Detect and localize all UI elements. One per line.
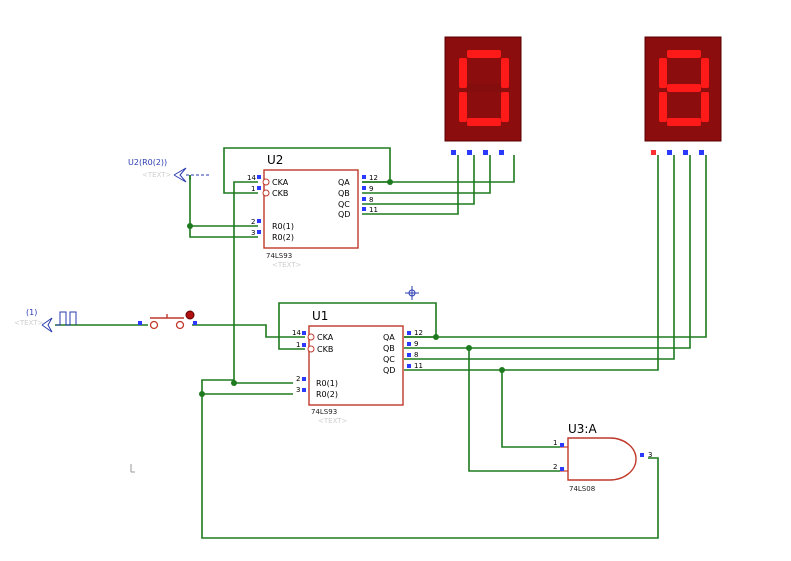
svg-text:1: 1 [553,439,557,447]
signal-generator-u2-r0[interactable]: U2(R0(2)) <TEXT> [128,158,210,183]
svg-text:2: 2 [553,463,557,471]
svg-text:9: 9 [369,185,373,193]
segment-c [501,92,509,122]
svg-text:QA: QA [383,333,395,342]
svg-text:QC: QC [383,355,395,364]
chip-u2[interactable]: U2 CKA CKB R0(1) R0(2) QA QB QC QD 14 1 … [247,153,378,269]
svg-text:R0(1): R0(1) [316,379,338,388]
svg-text:<TEXT>: <TEXT> [14,319,44,327]
svg-text:QC: QC [338,200,350,209]
svg-text:QA: QA [338,178,350,187]
segment-b [501,58,509,88]
segment-a [667,50,701,58]
svg-text:8: 8 [369,196,373,204]
display-pin [499,150,504,155]
display-pin [683,150,688,155]
chip-u1[interactable]: U1 CKA CKB R0(1) R0(2) QA QB QC QD 14 1 … [292,309,423,425]
segment-c [701,92,709,122]
svg-text:CKA: CKA [317,333,334,342]
segment-a [467,50,501,58]
svg-text:1: 1 [296,341,300,349]
svg-text:12: 12 [414,329,423,337]
display-pin [651,150,656,155]
svg-text:QB: QB [338,189,350,198]
segment-e [459,92,467,122]
svg-text:<TEXT>: <TEXT> [272,261,302,269]
generator-top-label: U2(R0(2)) [128,158,167,167]
svg-text:QD: QD [338,210,350,219]
display-left-segments [459,50,509,126]
seven-seg-display-left[interactable] [444,36,522,155]
display-pin [699,150,704,155]
svg-text:CKB: CKB [272,189,288,198]
segment-e [659,92,667,122]
svg-text:1: 1 [251,185,255,193]
chip-u2-part: 74LS93 [266,252,292,260]
svg-text:R0(1): R0(1) [272,222,294,231]
svg-text:3: 3 [648,451,652,459]
display-pin [483,150,488,155]
svg-text:3: 3 [296,386,300,394]
segment-d [667,118,701,126]
segment-b [701,58,709,88]
svg-text:R0(2): R0(2) [316,390,338,399]
seven-seg-display-right[interactable] [644,36,722,155]
svg-text:QB: QB [383,344,395,353]
segment-f [659,58,667,88]
segment-f [459,58,467,88]
stray-marker [130,464,135,473]
svg-text:11: 11 [414,362,423,370]
segment-g [667,84,701,92]
wires [55,147,707,539]
svg-text:2: 2 [251,218,255,226]
chip-u1-part: 74LS93 [311,408,337,416]
svg-text:9: 9 [414,340,418,348]
gate-u3a-part: 74LS08 [569,485,595,493]
push-button-switch[interactable] [138,310,197,330]
display-right-segments [659,50,709,126]
gate-u3a-ref: U3:A [568,422,597,436]
svg-text:11: 11 [369,206,378,214]
segment-g [467,84,501,92]
display-pin [467,150,472,155]
svg-text:R0(2): R0(2) [272,233,294,242]
svg-text:12: 12 [369,174,378,182]
display-pin [667,150,672,155]
svg-text:14: 14 [292,329,301,337]
segment-d [467,118,501,126]
svg-text:14: 14 [247,174,256,182]
svg-text:CKB: CKB [317,345,333,354]
svg-text:2: 2 [296,375,300,383]
svg-text:<TEXT>: <TEXT> [142,171,172,179]
and-gate-u3a[interactable]: U3:A 1 2 3 74LS08 [553,422,652,493]
svg-text:QD: QD [383,366,395,375]
svg-text:8: 8 [414,351,418,359]
svg-text:CKA: CKA [272,178,289,187]
move-cursor-icon [405,286,419,300]
generator-left-label: (1) [26,308,37,317]
clock-generator[interactable]: (1) <TEXT> [14,308,77,333]
junctions [187,179,505,397]
svg-text:<TEXT>: <TEXT> [318,417,348,425]
chip-u2-ref: U2 [267,153,283,167]
display-pin [451,150,456,155]
svg-text:3: 3 [251,229,255,237]
chip-u1-ref: U1 [312,309,328,323]
